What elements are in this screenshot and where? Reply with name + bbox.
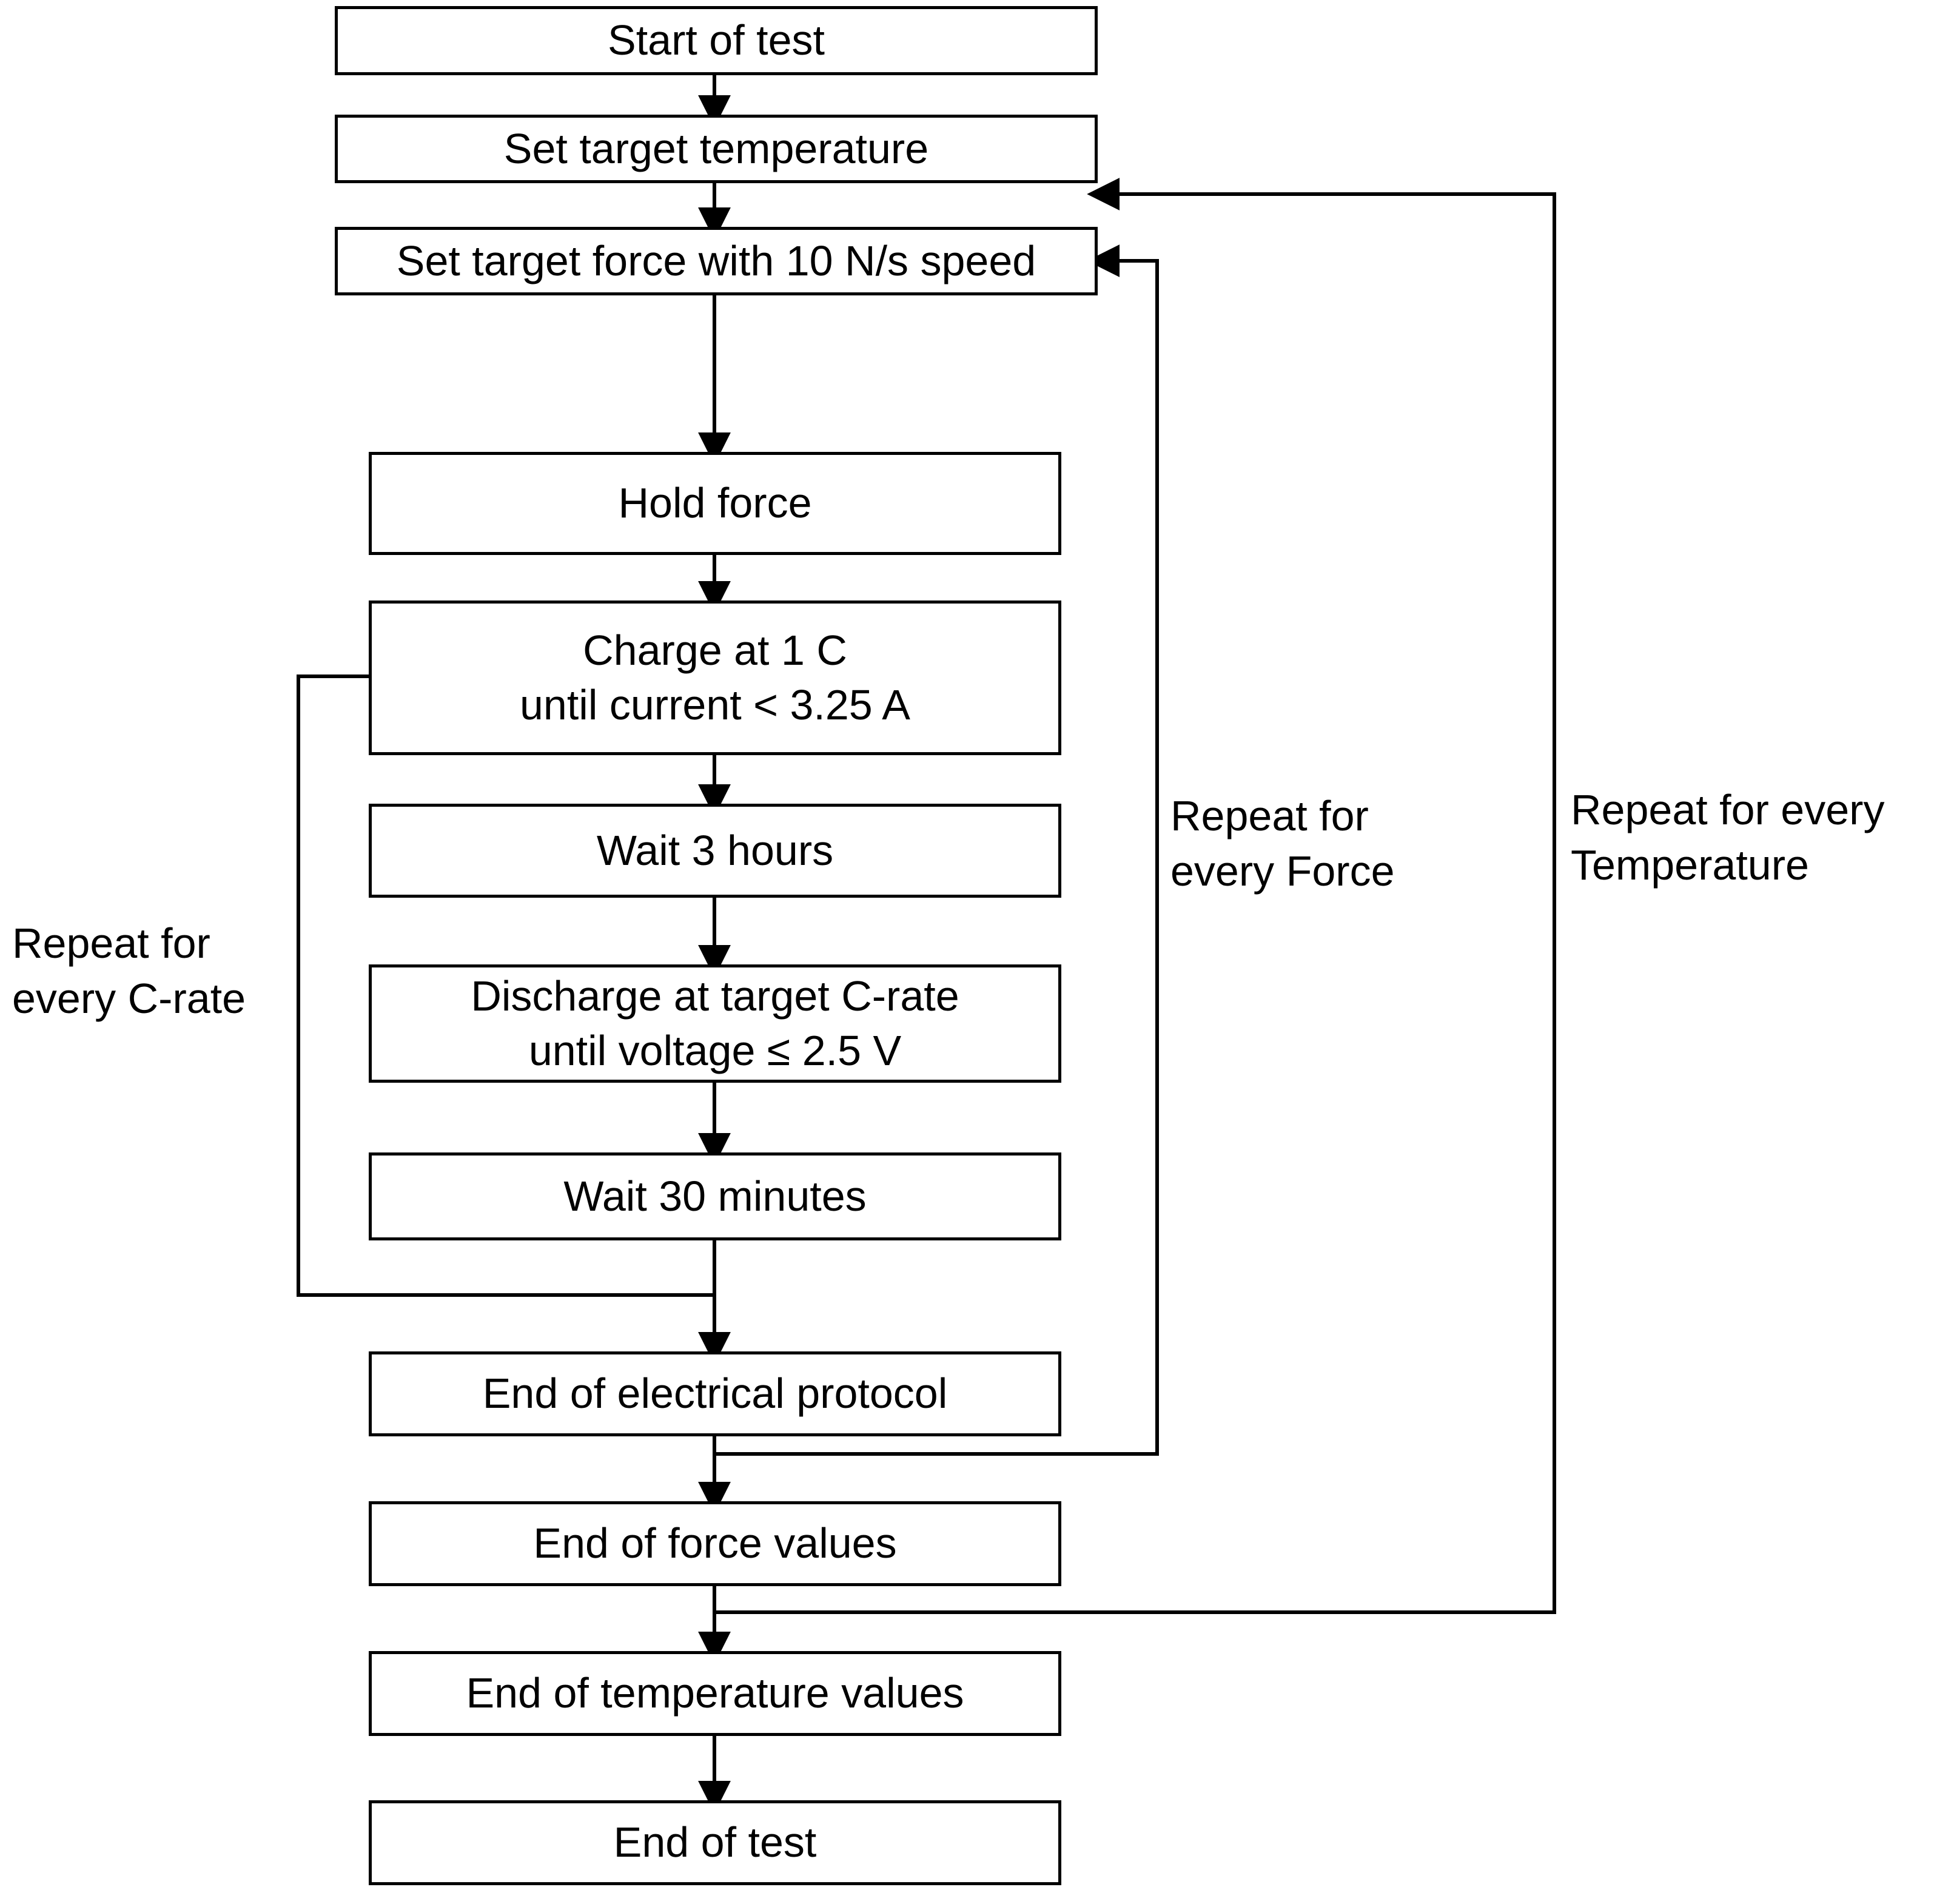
node-discharge-at-target-c-rate[interactable]: Discharge at target C-rate until voltage… [369,964,1061,1083]
node-set-target-temperature[interactable]: Set target temperature [335,115,1098,183]
node-charge-at-1c[interactable]: Charge at 1 C until current < 3.25 A [369,600,1061,755]
node-end-of-electrical-protocol[interactable]: End of electrical protocol [369,1351,1061,1436]
label-repeat-every-c-rate: Repeat for every C-rate [12,920,246,1022]
label-repeat-every-force: Repeat for every Force [1170,792,1395,895]
node-set-target-force[interactable]: Set target force with 10 N/s speed [335,227,1098,295]
node-start-of-test[interactable]: Start of test [335,6,1098,75]
node-wait-30-minutes[interactable]: Wait 30 minutes [369,1152,1061,1240]
node-hold-force[interactable]: Hold force [369,452,1061,555]
node-end-of-test[interactable]: End of test [369,1800,1061,1885]
edge-temperature-loopback [714,178,1556,1614]
node-wait-3-hours[interactable]: Wait 3 hours [369,804,1061,898]
label-repeat-every-temperature: Repeat for every Temperature [1571,786,1885,889]
edge-force-loopback [714,244,1159,1456]
node-end-of-temperature-values[interactable]: End of temperature values [369,1651,1061,1736]
node-end-of-force-values[interactable]: End of force values [369,1501,1061,1586]
